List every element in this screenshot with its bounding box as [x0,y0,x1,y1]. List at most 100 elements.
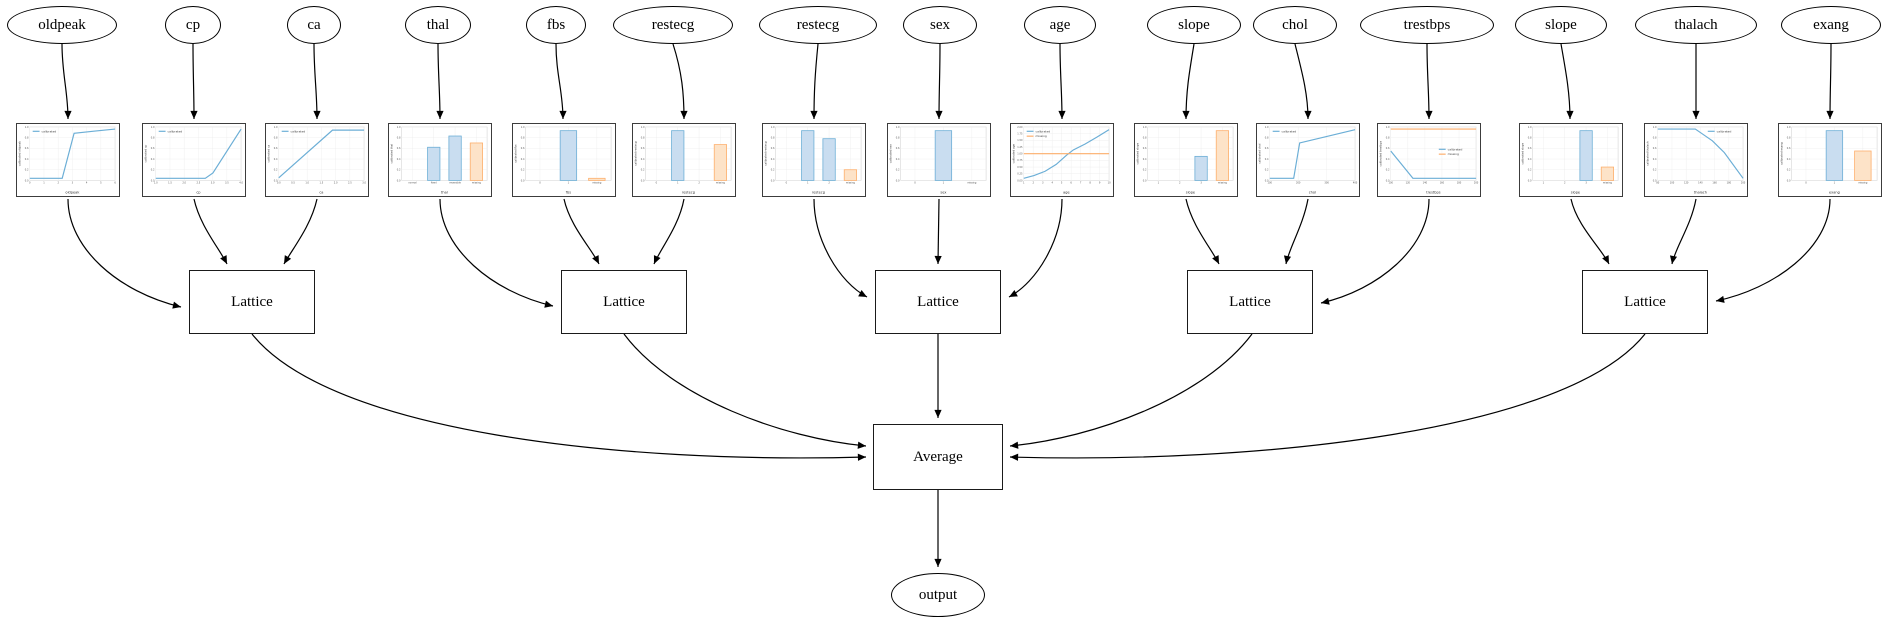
svg-text:slope: slope [1186,190,1195,194]
svg-text:0.6: 0.6 [641,147,645,150]
svg-text:1: 1 [1543,182,1545,185]
svg-text:0.6: 0.6 [521,147,525,150]
svg-text:1.0: 1.0 [896,126,900,129]
feature-label: ca [307,16,321,33]
edge-slope2-to-calibrator [1560,43,1574,120]
svg-text:trestbps: trestbps [1426,190,1441,194]
svg-text:missing: missing [1858,182,1868,185]
svg-text:1: 1 [1834,182,1836,185]
svg-text:2.00: 2.00 [1017,126,1023,129]
svg-text:0.0: 0.0 [521,179,525,182]
svg-text:1.25: 1.25 [1017,146,1023,149]
feature-node-chol: chol [1253,6,1337,44]
feature-label: exang [1813,16,1849,33]
svg-text:restecg: restecg [682,190,695,194]
svg-text:2: 2 [57,182,59,185]
svg-text:0.0: 0.0 [1143,179,1147,182]
feature-label: thalach [1674,16,1718,33]
output-label: output [918,586,958,603]
svg-text:0.8: 0.8 [274,137,278,140]
lattice-node-2: Lattice [561,270,687,334]
svg-text:calibrated thal: calibrated thal [390,144,394,164]
feature-node-slope-1: slope [1147,6,1241,44]
svg-text:thalach: thalach [1694,190,1707,194]
svg-text:1.0: 1.0 [521,126,525,129]
svg-text:7: 7 [1080,182,1082,185]
feature-node-ca: ca [287,6,341,44]
svg-text:4: 4 [86,182,88,185]
svg-text:0.2: 0.2 [896,169,900,172]
svg-text:0.2: 0.2 [1143,169,1147,172]
feature-node-restecg-1: restecg [613,6,733,44]
svg-text:3: 3 [1200,182,1202,185]
svg-text:80: 80 [1656,182,1659,185]
svg-text:0.4: 0.4 [1528,158,1532,161]
svg-text:3.5: 3.5 [225,182,229,185]
svg-text:missing: missing [1448,152,1459,156]
output-node: output [891,573,985,617]
svg-text:0.4: 0.4 [771,158,775,161]
svg-text:1.5: 1.5 [168,182,172,185]
svg-text:180: 180 [1457,182,1462,185]
svg-text:1.0: 1.0 [1653,126,1657,129]
svg-text:120: 120 [1684,182,1689,185]
svg-text:0.4: 0.4 [397,158,401,161]
lattice-node-1: Lattice [189,270,315,334]
svg-text:0.6: 0.6 [771,147,775,150]
svg-text:1.0: 1.0 [1528,126,1532,129]
edge-calibrator-slope1-to-lattice4 [1185,198,1220,265]
svg-text:calibrated: calibrated [291,129,306,133]
svg-text:0.0: 0.0 [1265,179,1269,182]
svg-text:3: 3 [1042,182,1044,185]
svg-text:140: 140 [1423,182,1428,185]
svg-text:0.0: 0.0 [151,179,155,182]
svg-text:9: 9 [1099,182,1101,185]
svg-text:0.6: 0.6 [397,147,401,150]
svg-text:1.0: 1.0 [397,126,401,129]
svg-text:0.4: 0.4 [1265,158,1269,161]
svg-text:10: 10 [1108,182,1111,185]
svg-text:fixed: fixed [431,182,437,185]
svg-text:reversible: reversible [449,182,461,185]
svg-text:6: 6 [1070,182,1072,185]
svg-text:0.6: 0.6 [151,147,155,150]
svg-text:1.0: 1.0 [154,182,158,185]
svg-text:0.8: 0.8 [896,137,900,140]
feature-node-exang: exang [1781,6,1881,44]
svg-text:0.2: 0.2 [1653,169,1657,172]
average-node: Average [873,424,1003,490]
svg-text:0.2: 0.2 [521,169,525,172]
svg-text:0.8: 0.8 [1386,137,1390,140]
svg-text:sex: sex [940,190,946,194]
lattice-label: Lattice [1624,293,1666,310]
average-label: Average [913,448,963,465]
svg-text:0.6: 0.6 [1265,147,1269,150]
svg-text:1.75: 1.75 [1017,132,1023,135]
svg-text:0.4: 0.4 [1386,158,1390,161]
feature-node-thal: thal [405,6,471,44]
feature-label: cp [185,16,201,33]
svg-text:2.5: 2.5 [348,182,352,185]
edge-trestbps-to-calibrator [1425,43,1433,120]
svg-text:2.0: 2.0 [334,182,338,185]
svg-text:2: 2 [1564,182,1566,185]
svg-text:0.2: 0.2 [641,169,645,172]
svg-text:calibrated trestbps: calibrated trestbps [1379,140,1383,166]
svg-text:calibrated sex: calibrated sex [889,144,893,163]
edge-calibrator-cp-to-lattice1 [193,198,228,265]
edge-calibrator-sex-to-lattice3 [934,198,942,265]
svg-text:3.0: 3.0 [211,182,215,185]
svg-text:0.0: 0.0 [896,179,900,182]
edge-calibrator-age-to-lattice3 [1008,198,1063,298]
feature-label: sex [930,16,950,33]
svg-text:1.50: 1.50 [1017,139,1023,142]
svg-text:fbs: fbs [566,190,571,194]
svg-text:120: 120 [1406,182,1411,185]
edge-exang-to-calibrator [1826,43,1834,120]
svg-text:2.5: 2.5 [197,182,201,185]
